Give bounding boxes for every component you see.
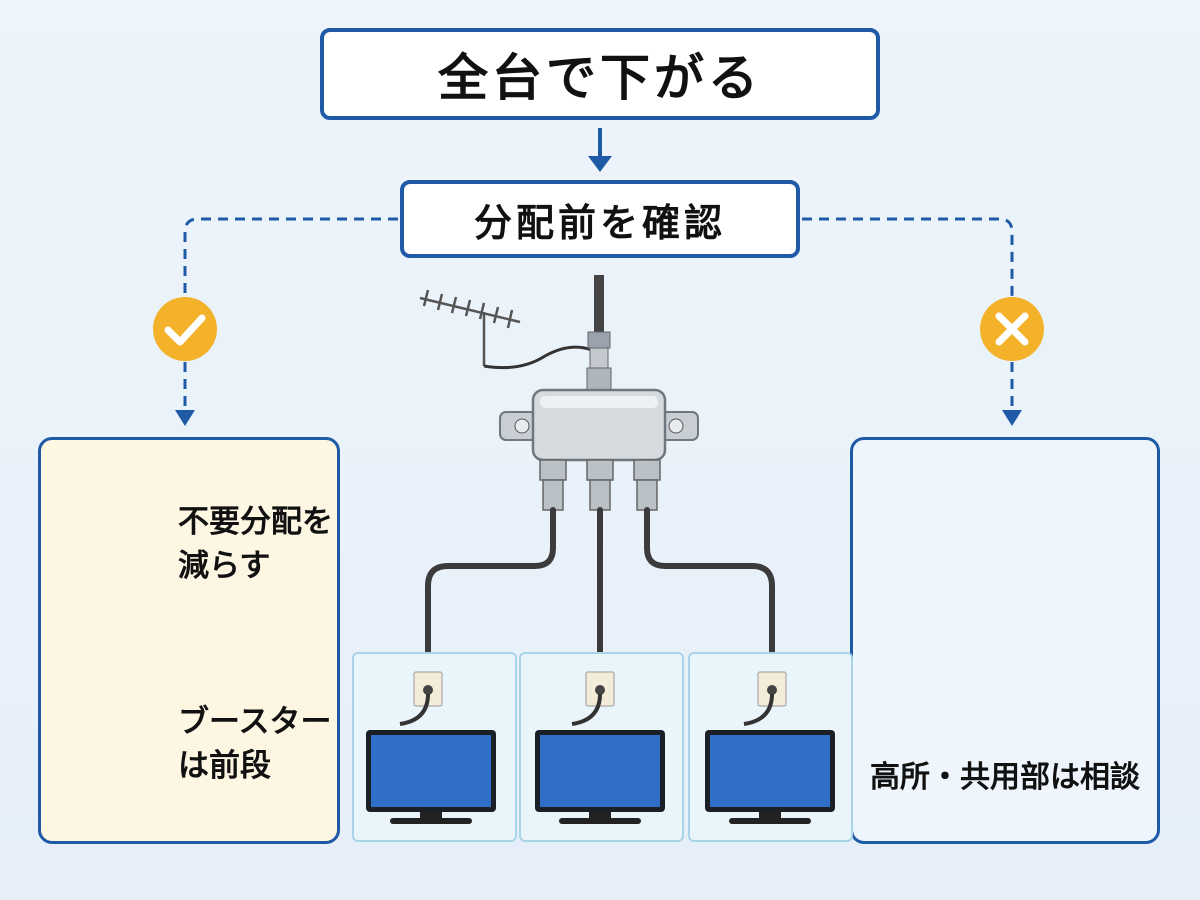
left-item2-line1: ブースター: [178, 704, 332, 740]
splitter-icon: [499, 388, 699, 462]
down-arrow-main: [588, 128, 612, 172]
right-label: 高所・共用部は相談: [870, 760, 1140, 795]
input-cable: [594, 275, 604, 335]
tv-icon-1: [366, 671, 496, 824]
left-item2-line2: は前段: [178, 748, 271, 784]
left-arrow-head: [175, 410, 195, 426]
output-cables: [425, 507, 775, 675]
left-item1-line2: 減らす: [178, 548, 271, 584]
title-text: 全台で下がる: [438, 49, 762, 107]
left-item1-label: 不要分配を 減らす: [178, 500, 333, 588]
antenna-icon: [419, 289, 593, 370]
branch-lines: [183, 217, 1014, 410]
check-box: 分配前を確認: [400, 180, 800, 258]
cross-icon: [980, 297, 1044, 361]
left-item2-label: ブースター は前段: [178, 700, 331, 788]
splitter-ports: [539, 459, 661, 511]
title-box: 全台で下がる: [320, 28, 880, 120]
left-panel: [38, 437, 340, 844]
tv-icon-3: [705, 671, 835, 824]
right-arrow-head: [1002, 410, 1022, 426]
check-icon: [153, 297, 217, 361]
right-panel: [850, 437, 1160, 844]
check-text: 分配前を確認: [473, 200, 726, 245]
left-item1-line1: 不要分配を: [178, 504, 333, 540]
tv-icon-2: [535, 671, 665, 824]
